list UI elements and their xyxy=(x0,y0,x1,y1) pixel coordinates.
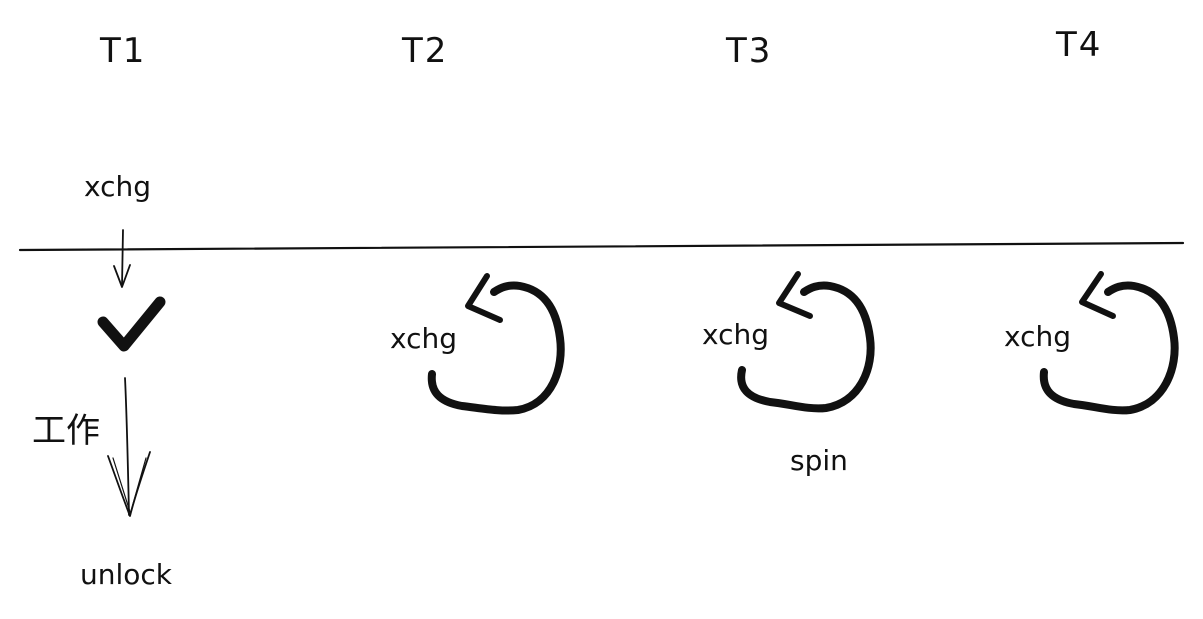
t3-xchg-label: xchg xyxy=(702,318,769,351)
spin-loop-icon xyxy=(1039,281,1179,415)
divider-line xyxy=(18,241,1185,252)
thread-label-t1: T1 xyxy=(99,31,146,71)
spin-loop-arrowhead-icon xyxy=(465,273,503,323)
spin-loop-icon xyxy=(737,281,875,413)
t2-xchg-label: xchg xyxy=(390,322,457,355)
t1-work-label: 工作 xyxy=(32,411,100,451)
spin-loop-t2: xchg xyxy=(390,273,565,415)
check-icon xyxy=(97,296,166,352)
t4-xchg-label: xchg xyxy=(1004,320,1071,353)
spin-loop-icon xyxy=(427,281,565,415)
t1-xchg-label: xchg xyxy=(84,170,151,203)
t1-work-arrowhead-echo xyxy=(112,457,147,513)
thread-label-t4: T4 xyxy=(1055,25,1102,65)
spin-label: spin xyxy=(790,444,848,477)
t1-unlock-label: unlock xyxy=(80,558,173,591)
spin-loop-t3: xchg xyxy=(702,271,875,413)
thread-label-t2: T2 xyxy=(401,31,448,71)
spin-loop-arrowhead-icon xyxy=(776,271,813,319)
spin-loop-t4: xchg xyxy=(1004,271,1179,415)
t1-work-arrow xyxy=(124,377,130,516)
thread-label-t3: T3 xyxy=(725,31,772,71)
t1-acquire-arrowhead xyxy=(113,264,131,288)
t1-acquire-arrow xyxy=(121,229,124,287)
t1-work-arrowhead xyxy=(107,451,151,517)
spin-loop-arrowhead-icon xyxy=(1079,271,1116,319)
